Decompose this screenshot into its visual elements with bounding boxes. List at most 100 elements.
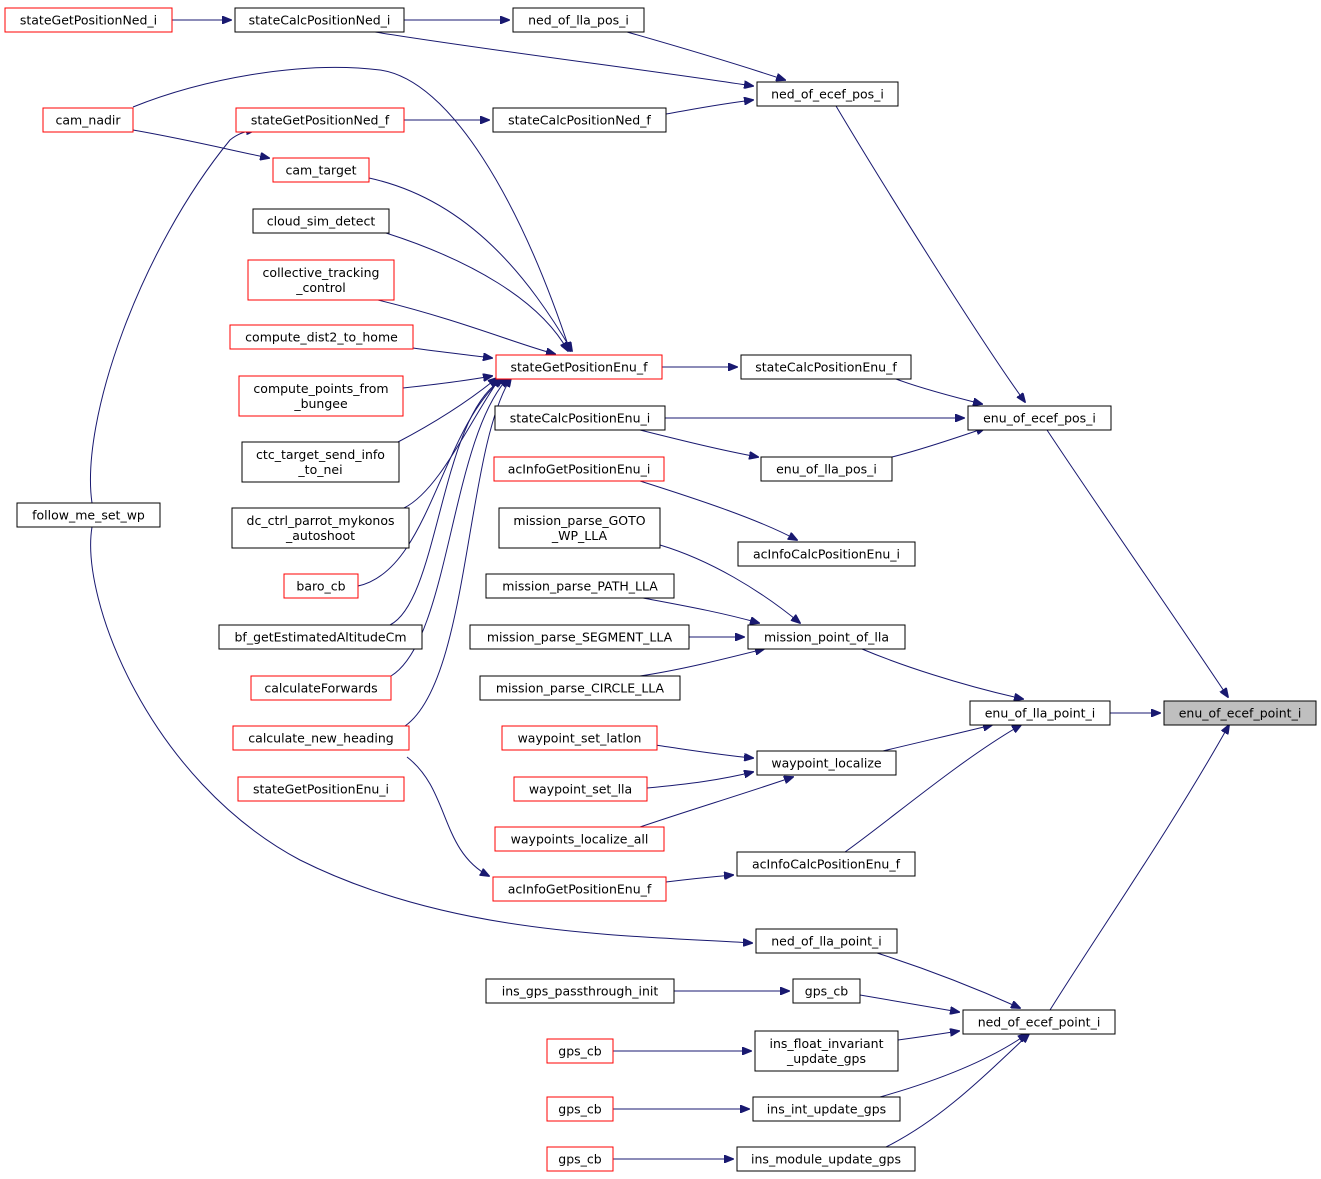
node-label: _autoshoot xyxy=(285,528,355,543)
graph-node-mpoflla[interactable]: mission_point_of_lla xyxy=(747,624,906,650)
call-edge xyxy=(385,232,568,351)
graph-node-enuecefposi[interactable]: enu_of_ecef_pos_i xyxy=(967,405,1112,431)
graph-node-wplocal[interactable]: waypoint_localize xyxy=(756,750,897,776)
graph-node-wpsetlatlon[interactable]: waypoint_set_latlon xyxy=(501,725,658,751)
node-box xyxy=(234,7,405,33)
edges xyxy=(89,20,1229,1159)
graph-node-wpsetlla[interactable]: waypoint_set_lla xyxy=(513,776,648,802)
node-box xyxy=(283,573,359,599)
graph-node-enuecefpointi[interactable]: enu_of_ecef_point_i xyxy=(1163,700,1317,726)
graph-node-mpgoto[interactable]: mission_parse_GOTO_WP_LLA xyxy=(498,507,661,549)
edge-arrow xyxy=(368,177,572,351)
node-box xyxy=(16,502,161,528)
graph-node-bfget[interactable]: bf_getEstimatedAltitudeCm xyxy=(218,624,423,650)
graph-node-gpscb2[interactable]: gps_cb xyxy=(546,1038,614,1064)
graph-node-wplocalall[interactable]: waypoints_localize_all xyxy=(494,826,665,852)
call-edge xyxy=(665,100,753,115)
node-box xyxy=(492,876,667,902)
node-label: bf_getEstimatedAltitudeCm xyxy=(234,630,406,645)
graph-node-camtarget[interactable]: cam_target xyxy=(272,157,370,183)
edge-arrow xyxy=(132,66,570,351)
graph-node-enullaposi[interactable]: enu_of_lla_pos_i xyxy=(760,456,893,482)
node-box xyxy=(755,928,898,954)
graph-node-dcctrl[interactable]: dc_ctrl_parrot_mykonos_autoshoot xyxy=(231,507,410,549)
node-label: ins_float_invariant xyxy=(769,1036,883,1051)
node-label: _bungee xyxy=(293,396,348,411)
node-box xyxy=(740,354,912,380)
edge-arrow xyxy=(357,378,503,587)
edge-arrow xyxy=(639,429,758,457)
graph-node-insmod[interactable]: ins_module_update_gps xyxy=(736,1146,916,1172)
node-label: waypoints_localize_all xyxy=(511,832,649,847)
graph-node-gpscb3[interactable]: gps_cb xyxy=(546,1096,614,1122)
edge-arrow xyxy=(626,31,785,80)
graph-node-comppoints[interactable]: compute_points_from_bungee xyxy=(238,375,404,417)
graph-node-sgpenui[interactable]: stateGetPositionEnu_i xyxy=(237,776,405,802)
edge-arrow xyxy=(882,725,992,752)
graph-node-followme[interactable]: follow_me_set_wp xyxy=(16,502,161,528)
call-edge xyxy=(412,347,492,358)
graph-node-nedecefpointi[interactable]: ned_of_ecef_point_i xyxy=(962,1009,1116,1035)
graph-node-mpseg[interactable]: mission_parse_SEGMENT_LLA xyxy=(469,624,690,650)
graph-node-colltrack[interactable]: collective_tracking_control xyxy=(247,259,395,301)
call-edge xyxy=(402,376,492,389)
graph-node-sgpenuf[interactable]: stateGetPositionEnu_f xyxy=(495,354,663,380)
node-box xyxy=(498,507,661,549)
graph-node-scpnedf[interactable]: stateCalcPositionNed_f xyxy=(492,107,667,133)
node-label: ins_module_update_gps xyxy=(751,1152,901,1167)
node-box xyxy=(546,1038,614,1064)
node-label: _update_gps xyxy=(786,1051,866,1066)
graph-node-calcfwd[interactable]: calculateForwards xyxy=(250,675,392,701)
graph-node-mpcirc[interactable]: mission_parse_CIRCLE_LLA xyxy=(479,675,681,701)
node-label: acInfoCalcPositionEnu_i xyxy=(753,547,900,562)
node-box xyxy=(494,826,665,852)
graph-node-scpnedi[interactable]: stateCalcPositionNed_i xyxy=(234,7,405,33)
graph-node-insfloat[interactable]: ins_float_invariant_update_gps xyxy=(754,1030,899,1072)
graph-node-gpscb4[interactable]: gps_cb xyxy=(546,1146,614,1172)
edge-arrow xyxy=(389,378,505,626)
graph-node-barocb[interactable]: baro_cb xyxy=(283,573,359,599)
edge-arrow xyxy=(844,725,1021,853)
node-label: cloud_sim_detect xyxy=(267,214,376,229)
graph-node-cloud[interactable]: cloud_sim_detect xyxy=(252,208,390,234)
graph-node-insgpspass[interactable]: ins_gps_passthrough_init xyxy=(485,978,675,1004)
graph-node-compdist[interactable]: compute_dist2_to_home xyxy=(229,324,414,350)
graph-node-nedllaposi[interactable]: ned_of_lla_pos_i xyxy=(512,7,645,33)
node-box xyxy=(272,157,370,183)
nodes: stateGetPositionNed_i stateCalcPositionNe… xyxy=(4,7,1317,1172)
graph-node-scpenuf[interactable]: stateCalcPositionEnu_f xyxy=(740,354,912,380)
edge-arrow xyxy=(885,1034,1029,1148)
edge-arrow xyxy=(659,544,800,623)
graph-node-enullapointi[interactable]: enu_of_lla_point_i xyxy=(969,700,1111,726)
graph-node-mppath[interactable]: mission_parse_PATH_LLA xyxy=(485,573,675,599)
node-label: gps_cb xyxy=(558,1152,602,1167)
call-edge xyxy=(389,378,505,626)
node-label: gps_cb xyxy=(805,984,849,999)
edge-arrow xyxy=(876,952,1020,1008)
call-edge xyxy=(891,428,985,458)
graph-node-acinfocalcf[interactable]: acInfoCalcPositionEnu_f xyxy=(736,851,916,877)
graph-node-sgpnedf[interactable]: stateGetPositionNed_f xyxy=(235,107,405,133)
call-edge xyxy=(882,725,992,752)
graph-node-insint[interactable]: ins_int_update_gps xyxy=(752,1096,901,1122)
graph-node-calcnewhead[interactable]: calculate_new_heading xyxy=(232,725,410,751)
graph-node-acinfogetf[interactable]: acInfoGetPositionEnu_f xyxy=(492,876,667,902)
graph-node-ctc[interactable]: ctc_target_send_info_to_nei xyxy=(241,441,400,483)
graph-node-nedecefposi[interactable]: ned_of_ecef_pos_i xyxy=(756,81,899,107)
graph-node-camnadir[interactable]: cam_nadir xyxy=(42,107,134,133)
graph-node-sgpnedi[interactable]: stateGetPositionNed_i xyxy=(4,7,173,33)
edge-arrow xyxy=(639,777,793,828)
node-label: dc_ctrl_parrot_mykonos xyxy=(247,513,395,528)
edge-arrow xyxy=(1049,725,1229,1011)
node-box xyxy=(546,1096,614,1122)
graph-node-scpenui[interactable]: stateCalcPositionEnu_i xyxy=(494,405,666,431)
edge-arrow xyxy=(402,376,492,389)
graph-node-acinfocalci[interactable]: acInfoCalcPositionEnu_i xyxy=(737,541,916,567)
call-edge xyxy=(1046,429,1228,697)
edge-arrow xyxy=(639,480,797,540)
graph-node-nedllapointi[interactable]: ned_of_lla_point_i xyxy=(755,928,898,954)
graph-node-gpscb1[interactable]: gps_cb xyxy=(792,978,861,1004)
edge-arrow xyxy=(665,100,753,115)
graph-node-acinfogeti[interactable]: acInfoGetPositionEnu_i xyxy=(493,456,665,482)
call-edge xyxy=(639,649,764,677)
